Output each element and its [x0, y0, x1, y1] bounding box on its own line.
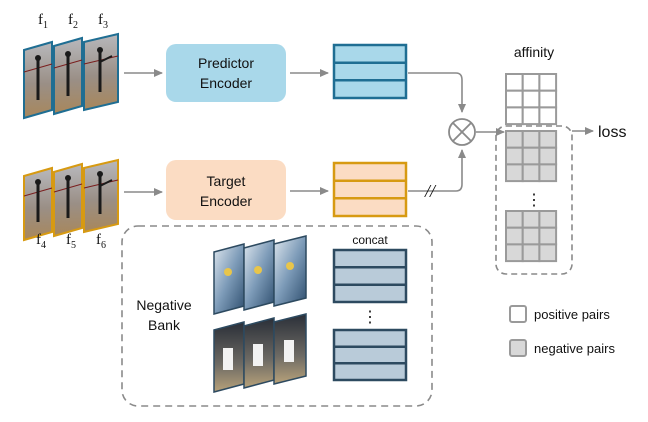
affinity-negative-cell [505, 130, 524, 149]
arrow-target-to-multiply [408, 149, 466, 192]
legend-negative-swatch [509, 339, 527, 357]
negative-frames-gym [213, 313, 307, 393]
affinity-positive-cell [505, 89, 524, 109]
affinity-negative-cell [521, 130, 541, 149]
legend-positive-swatch [509, 305, 527, 323]
loss-label: loss [598, 124, 626, 141]
bank-embedding-1 [332, 248, 408, 304]
top-frames [23, 32, 119, 120]
affinity-positive-cell [521, 106, 541, 126]
frame-image [83, 32, 119, 112]
bottom-frames [23, 158, 119, 242]
multiply-operator-icon [448, 118, 476, 146]
frame-label-f5: f5 [66, 232, 76, 251]
affinity-positive-cell [538, 89, 558, 109]
affinity-negative-cell [505, 226, 524, 246]
frame-label-f1: f1 [38, 12, 48, 31]
bank-embedding-2 [332, 328, 408, 382]
predictor-encoder [166, 44, 286, 102]
target-encoder-label-1: Target [207, 173, 246, 189]
affinity-title: affinity [514, 44, 554, 60]
affinity-negative-cell [505, 163, 524, 183]
predictor-encoder-label-1: Predictor [198, 55, 254, 71]
affinity-negative-cell [521, 243, 541, 263]
legend-negative-label: negative pairs [534, 341, 615, 356]
affinity-negative-cell [521, 226, 541, 246]
affinity-negative-cell [538, 146, 558, 166]
frame-label-f4: f4 [36, 232, 46, 251]
target-embedding [332, 161, 408, 218]
frame-label-f6: f6 [96, 232, 106, 251]
arrow-predictor-to-multiply [408, 72, 466, 113]
affinity-matrix [505, 73, 558, 263]
affinity-dashed-group [495, 125, 573, 275]
affinity-negative-cell [505, 210, 524, 229]
affinity-dots: ⋮ [526, 192, 542, 209]
concat-label: concat [352, 233, 388, 247]
frame-label-f3: f3 [98, 12, 108, 31]
frame-label-f2: f2 [68, 12, 78, 31]
affinity-positive-cell [521, 89, 541, 109]
negative-frames-water [213, 235, 307, 315]
frame-image [83, 158, 119, 234]
affinity-negative-cell [521, 163, 541, 183]
legend-positive-label: positive pairs [534, 307, 610, 322]
target-encoder [166, 160, 286, 220]
affinity-negative-cell [505, 243, 524, 263]
target-encoder-label-2: Encoder [200, 193, 252, 209]
affinity-positive-cell [538, 73, 558, 92]
affinity-negative-cell [538, 163, 558, 183]
stop-gradient-mark: // [424, 181, 437, 201]
affinity-negative-cell [505, 146, 524, 166]
affinity-positive-cell [538, 106, 558, 126]
affinity-negative-cell [521, 146, 541, 166]
predictor-embedding [332, 43, 408, 100]
affinity-negative-cell [538, 210, 558, 229]
affinity-negative-cell [538, 226, 558, 246]
frame-image [23, 40, 53, 120]
bank-dots: ⋮ [362, 309, 378, 326]
affinity-positive-cell [505, 73, 524, 92]
affinity-positive-cell [505, 106, 524, 126]
negative-bank-box [121, 225, 433, 407]
frame-image [53, 36, 83, 116]
negative-bank-label-1: Negative [136, 297, 191, 313]
affinity-positive-cell [521, 73, 541, 92]
affinity-negative-cell [538, 130, 558, 149]
negative-bank-label-2: Bank [148, 317, 181, 333]
frame-image [53, 162, 83, 238]
affinity-negative-cell [521, 210, 541, 229]
frame-image [23, 166, 53, 242]
predictor-encoder-label-2: Encoder [200, 75, 252, 91]
affinity-negative-cell [538, 243, 558, 263]
